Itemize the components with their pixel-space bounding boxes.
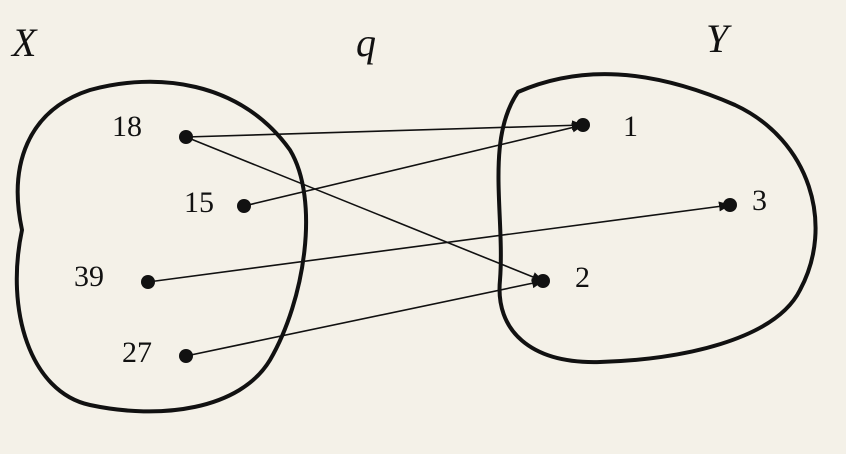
point-39 bbox=[141, 275, 155, 289]
arrow-15-to-1 bbox=[243, 122, 584, 207]
point-15 bbox=[237, 199, 251, 213]
point-3 bbox=[723, 198, 737, 212]
label-18: 18 bbox=[112, 110, 142, 143]
arrow-39-to-3 bbox=[147, 201, 731, 283]
label-2: 2 bbox=[575, 261, 590, 294]
label-3: 3 bbox=[752, 184, 767, 217]
relation-label: q bbox=[356, 20, 376, 65]
label-1: 1 bbox=[623, 110, 638, 143]
arrow-18-to-2 bbox=[185, 136, 544, 282]
label-15: 15 bbox=[184, 186, 214, 219]
label-27: 27 bbox=[122, 336, 152, 369]
set-x-boundary bbox=[14, 79, 309, 414]
set-y-boundary bbox=[496, 72, 818, 365]
label-39: 39 bbox=[74, 260, 104, 293]
set-y-label: Y bbox=[706, 16, 732, 61]
point-18 bbox=[179, 130, 193, 144]
set-x-label: X bbox=[10, 20, 38, 65]
point-27 bbox=[179, 349, 193, 363]
arrow-18-to-1 bbox=[185, 120, 584, 138]
arrow-27-to-2 bbox=[185, 278, 544, 357]
point-1 bbox=[576, 118, 590, 132]
point-2 bbox=[536, 274, 550, 288]
mapping-arrows bbox=[147, 120, 731, 357]
